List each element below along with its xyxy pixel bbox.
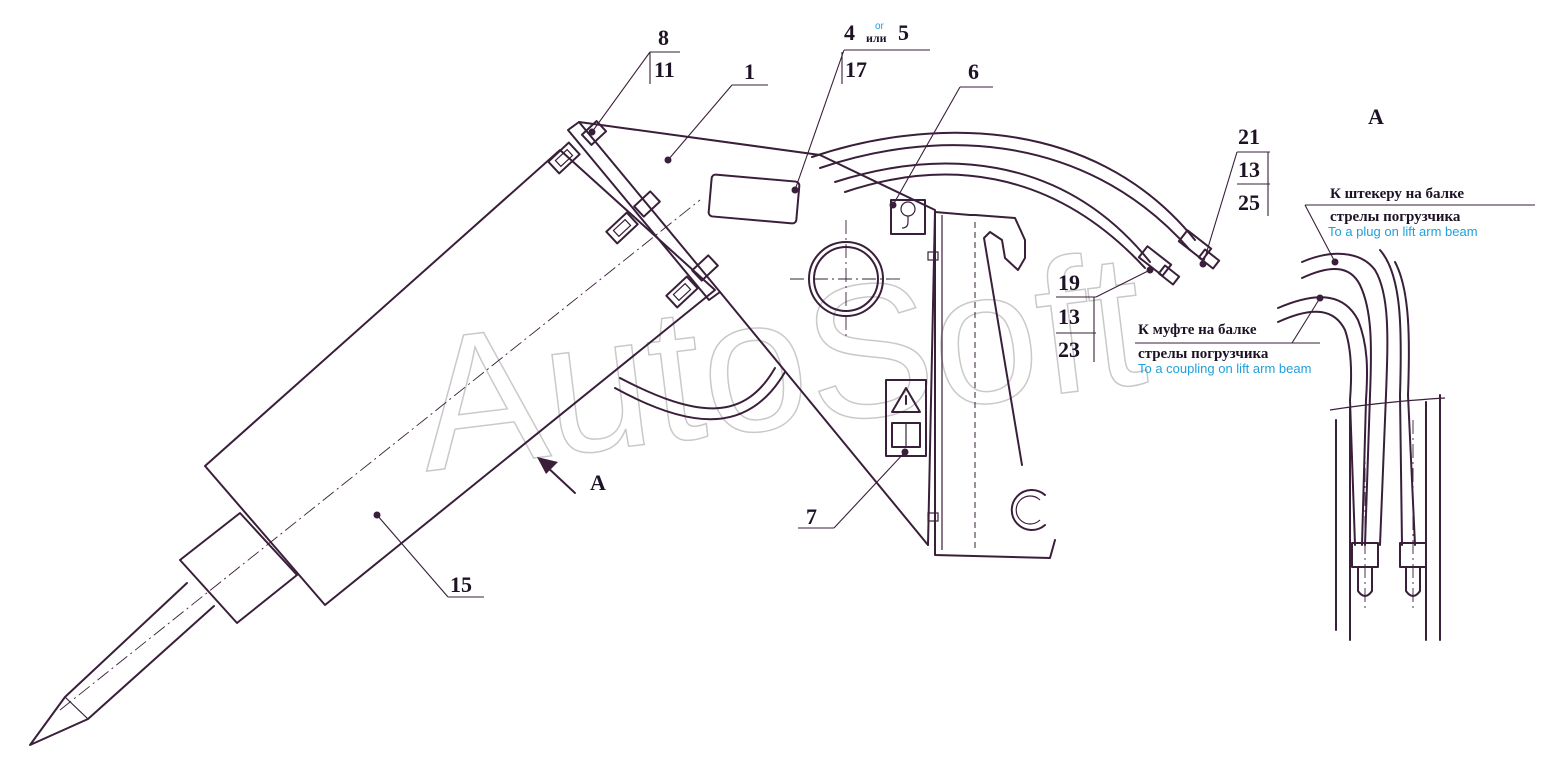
lifting-point-sign	[890, 199, 926, 235]
hydraulic-hoses	[614, 131, 1221, 421]
hose-fitting	[1177, 229, 1221, 270]
callout-8: 8	[658, 25, 669, 50]
connection-notes: К штекеру на балке стрелы погрузчика To …	[1138, 186, 1478, 376]
bolt	[605, 211, 639, 245]
callout-4: 4	[844, 20, 855, 45]
bolt	[665, 275, 699, 309]
bolt	[691, 254, 719, 282]
coupling-note-ru-line1: К муфте на балке	[1138, 322, 1257, 338]
or-en: or	[875, 21, 885, 32]
callout-6: 6	[968, 59, 979, 84]
callout-1: 1	[744, 59, 755, 84]
callout-7: 7	[806, 504, 817, 529]
callout-23: 23	[1058, 337, 1080, 362]
view-arrow-label: A	[590, 470, 606, 495]
leader-lines	[373, 49, 1535, 598]
warning-sign	[885, 379, 927, 457]
bolt	[633, 190, 661, 218]
plug-note-en: To a plug on lift arm beam	[1328, 224, 1478, 239]
callout-13-upper: 13	[1238, 157, 1260, 182]
hose-fitting	[1137, 245, 1181, 286]
coupling-note-ru-line2: стрелы погрузчика	[1138, 346, 1269, 362]
callout-15: 15	[450, 572, 472, 597]
callout-13-lower: 13	[1058, 304, 1080, 329]
plug-note-ru-line1: К штекеру на балке	[1330, 186, 1464, 202]
callout-19: 19	[1058, 270, 1080, 295]
or-ru: или	[866, 31, 887, 45]
coupling-note-en: To a coupling on lift arm beam	[1138, 361, 1311, 376]
callout-5: 5	[898, 20, 909, 45]
watermark: AutoSoft	[405, 213, 1154, 512]
callout-numbers: 1 4 or или 5 17 6 7 8 11 15 19 13 23 21 …	[450, 20, 1260, 597]
bolt	[547, 141, 581, 175]
callout-21: 21	[1238, 124, 1260, 149]
callout-25: 25	[1238, 190, 1260, 215]
quick-coupler-frame	[927, 211, 1056, 559]
hook-claw	[1010, 489, 1046, 531]
callout-11: 11	[654, 57, 675, 82]
nameplate	[707, 173, 801, 225]
plug-note-ru-line2: стрелы погрузчика	[1330, 209, 1461, 225]
bolt	[580, 120, 608, 146]
view-arrow: A	[537, 457, 606, 495]
hammer-body	[29, 149, 716, 746]
detail-view-title: A	[1368, 104, 1384, 129]
callout-17: 17	[845, 57, 867, 82]
